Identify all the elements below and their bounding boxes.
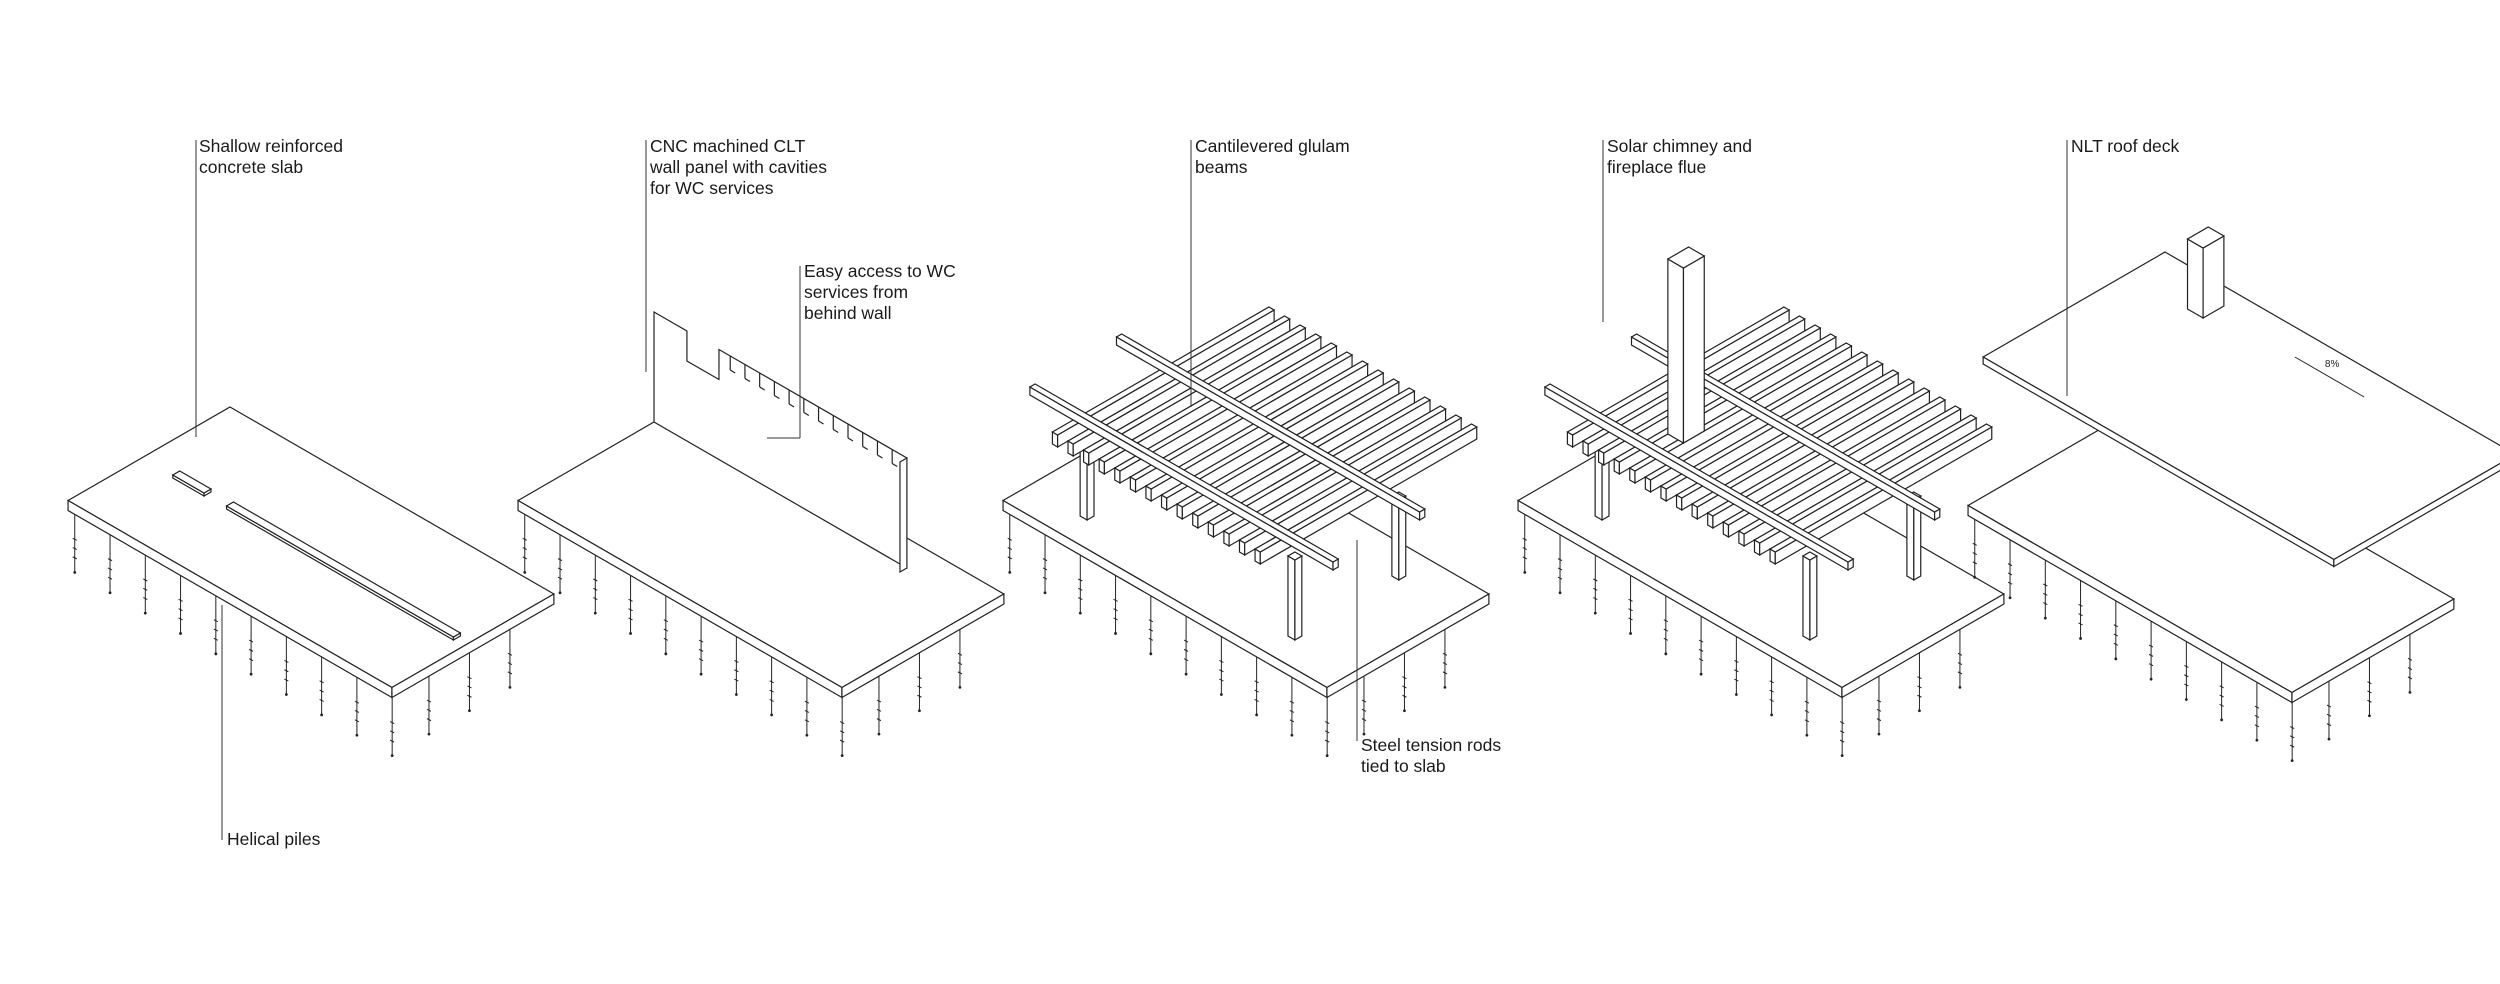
- label-piles-line-1: Helical piles: [227, 829, 321, 849]
- diagram-3-glulam-beams: [1028, 306, 1478, 642]
- leader-lines: [195, 140, 2068, 840]
- diagram-4-chimney: [1666, 246, 1706, 445]
- label-chimney-line-1: Solar chimney and: [1607, 136, 1752, 156]
- label-clt-line-1: CNC machined CLT: [650, 136, 806, 156]
- label-rods-line-1: Steel tension rods: [1361, 735, 1502, 755]
- label-access-line-1: Easy access to WC: [804, 261, 956, 281]
- label-slab: Shallow reinforced concrete slab: [199, 136, 343, 178]
- diagram-1-trench: [171, 470, 462, 642]
- label-chimney: Solar chimney and fireplace flue: [1607, 136, 1752, 178]
- label-access-line-2: services from: [804, 282, 909, 302]
- label-clt-line-2: wall panel with cavities: [650, 157, 828, 177]
- label-glulam-line-1: Cantilevered glulam: [1195, 136, 1350, 156]
- label-glulam-line-2: beams: [1195, 157, 1248, 177]
- diagram-4-slab-piles: [1522, 510, 1963, 758]
- diagram-5-chimney: [2186, 226, 2226, 320]
- label-chimney-line-2: fireplace flue: [1607, 157, 1707, 177]
- label-slab-line-2: concrete slab: [199, 157, 304, 177]
- slope-label: 8%: [2325, 359, 2340, 370]
- diagram-2-slab-piles: [522, 510, 963, 758]
- label-glulam: Cantilevered glulam beams: [1195, 136, 1350, 178]
- diagram-1-slab: [66, 406, 556, 758]
- label-rods-line-2: tied to slab: [1361, 756, 1446, 776]
- diagram-5-slab-piles: [1972, 515, 2413, 763]
- label-piles: Helical piles: [227, 829, 320, 850]
- diagram-2-slab: [516, 406, 1006, 758]
- diagram-2-clt-wall: [653, 310, 908, 574]
- label-access-line-3: behind wall: [804, 303, 892, 323]
- diagram-1-slab-piles: [72, 510, 513, 758]
- label-roof-line-1: NLT roof deck: [2071, 136, 2180, 156]
- diagram-3-slab-piles: [1007, 510, 1448, 758]
- label-slab-line-1: Shallow reinforced: [199, 136, 343, 156]
- diagram-5-roof-deck: 8%: [1981, 251, 2500, 568]
- label-roof: NLT roof deck: [2071, 136, 2179, 157]
- label-clt: CNC machined CLT wall panel with cavitie…: [650, 136, 827, 199]
- label-access: Easy access to WC services from behind w…: [804, 261, 956, 324]
- label-clt-line-3: for WC services: [650, 178, 774, 198]
- label-rods: Steel tension rods tied to slab: [1361, 735, 1501, 777]
